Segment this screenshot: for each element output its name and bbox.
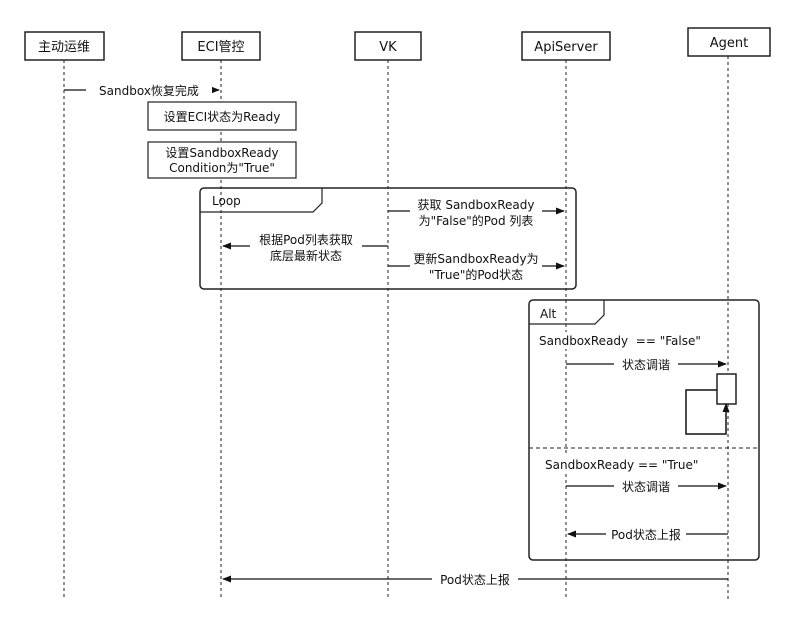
- note-text: 设置ECI状态为Ready: [164, 110, 281, 124]
- agent-activation: [685, 373, 737, 435]
- message-label: 状态调谐: [622, 480, 670, 494]
- alt-label: Alt: [540, 307, 557, 321]
- participant-label: 主动运维: [38, 40, 90, 55]
- message-label-line-2: 为"False"的Pod 列表: [419, 213, 534, 228]
- message-sandbox-recover: Sandbox恢复完成: [64, 82, 220, 98]
- loop-label: Loop: [212, 194, 241, 208]
- message-label-line-1: 更新SandboxReady为: [413, 251, 538, 266]
- note-set-eci-ready: 设置ECI状态为Ready: [147, 101, 297, 131]
- participant-label: ECI管控: [197, 40, 244, 55]
- participant-eci: ECI管控: [181, 31, 261, 61]
- alt-guard-true: SandboxReady == "True": [545, 458, 698, 472]
- message-label-line-1: 根据Pod列表获取: [259, 233, 353, 247]
- message-label: Pod状态上报: [440, 572, 510, 587]
- lifelines: [63, 56, 729, 600]
- message-final-report: Pod状态上报: [222, 571, 728, 587]
- participant-vk: VK: [354, 31, 422, 61]
- message-label: Sandbox恢复完成: [99, 83, 199, 98]
- alt-fragment: Alt SandboxReady == "False" SandboxReady…: [528, 299, 760, 561]
- message-label-line-2: 底层最新状态: [270, 248, 342, 263]
- loop-fragment: Loop: [199, 187, 577, 290]
- participant-ops: 主动运维: [24, 31, 105, 61]
- message-label: 状态调谐: [622, 358, 670, 372]
- note-text-line-1: 设置SandboxReady: [165, 146, 278, 160]
- message-label: Pod状态上报: [611, 527, 681, 542]
- message-update-ready: 更新SandboxReady为 "True"的Pod状态: [388, 251, 565, 283]
- alt-guard-false: SandboxReady == "False": [539, 334, 701, 348]
- note-text-line-2: Condition为"True": [169, 161, 275, 175]
- participant-agent: Agent: [687, 27, 771, 57]
- message-label-line-1: 获取 SandboxReady: [418, 198, 535, 212]
- message-reconcile-1: 状态调谐: [566, 356, 727, 372]
- participant-label: VK: [379, 40, 397, 55]
- note-set-condition: 设置SandboxReady Condition为"True": [147, 141, 297, 179]
- message-agent-report: Pod状态上报: [567, 526, 728, 542]
- message-reconcile-2: 状态调谐: [566, 478, 727, 494]
- participant-api: ApiServer: [521, 31, 611, 61]
- message-label-line-2: "True"的Pod状态: [429, 267, 523, 282]
- participant-label: ApiServer: [534, 40, 598, 55]
- message-get-pod-list: 获取 SandboxReady 为"False"的Pod 列表: [388, 197, 565, 229]
- message-fetch-state: 根据Pod列表获取 底层最新状态: [222, 232, 388, 264]
- participant-label: Agent: [710, 36, 748, 51]
